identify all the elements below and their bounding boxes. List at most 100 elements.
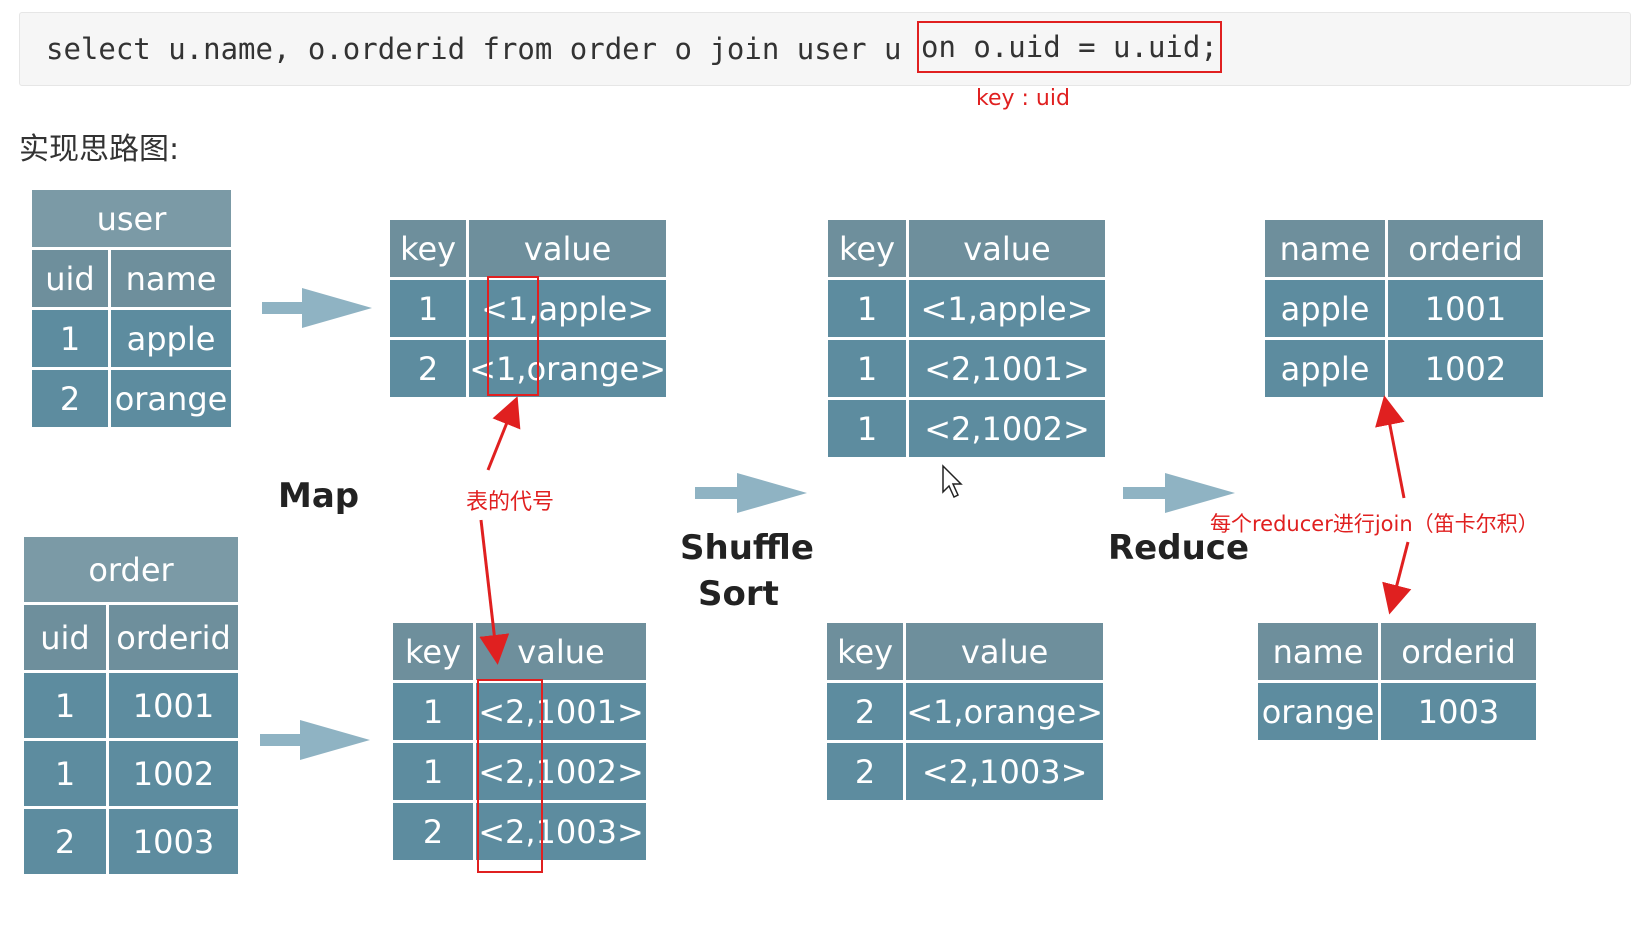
tag-highlight-box-user [487, 276, 539, 396]
shuffle2-header-value: value [903, 620, 1106, 683]
order-table-title: order [21, 534, 241, 605]
order-cell: 1002 [106, 738, 241, 809]
join-condition-highlight: on o.uid = u.uid; [916, 21, 1222, 73]
key-annotation: key : uid [976, 86, 1070, 111]
order-cell: 1001 [106, 670, 241, 741]
reduce-table-key2: name orderid orange 1003 [1255, 620, 1539, 743]
mouse-cursor-icon [942, 464, 963, 499]
reduce1-header-name: name [1262, 217, 1388, 280]
map-order-cell: <2,1003> [473, 800, 649, 863]
map-order-cell: <2,1001> [473, 680, 649, 743]
table-row: 2 <2,1003> [823, 740, 1106, 803]
red-arrow-icon-to-map-order [479, 519, 510, 665]
table-row: apple 1002 [1262, 337, 1546, 400]
reduce2-header-orderid: orderid [1378, 620, 1539, 683]
user-cell: apple [108, 307, 234, 370]
red-arrow-icon-to-map-user [486, 396, 521, 471]
map-user-table: key value 1 <1,apple> 2 <1,orange> [386, 217, 669, 400]
table-row: orange 1003 [1255, 680, 1539, 743]
reduce1-cell: apple [1262, 277, 1388, 340]
table-row: 1 apple [29, 307, 234, 370]
order-table: order uid orderid 1 1001 1 1002 2 1003 [21, 534, 241, 877]
user-header-name: name [108, 247, 234, 310]
flow-arrow-icon-user-map [262, 288, 372, 328]
tag-highlight-box-order [477, 679, 543, 873]
table-row: 2 <2,1003> [390, 800, 649, 863]
shuffle-table-key1: key value 1 <1,apple> 1 <2,1001> 1 <2,10… [825, 217, 1108, 460]
flow-arrow-icon-shuffle [695, 473, 807, 513]
table-row: 2 <1,orange> [386, 337, 669, 400]
user-table-title: user [29, 187, 234, 250]
table-row: 1 <1,apple> [825, 277, 1108, 340]
reduce1-cell: 1001 [1385, 277, 1546, 340]
shuffle2-cell: <1,orange> [903, 680, 1106, 743]
reducer-join-annotation: 每个reducer进行join（笛卡尔积） [1210, 512, 1539, 536]
map-user-cell: 1 [386, 277, 470, 340]
reduce-label: Reduce [1108, 528, 1249, 568]
table-row: 1 <2,1001> [390, 680, 649, 743]
table-row: 2 1003 [21, 806, 241, 877]
shuffle1-cell: 1 [825, 337, 909, 400]
shuffle2-header-key: key [823, 620, 907, 683]
table-row: 2 orange [29, 367, 234, 430]
reduce2-header-name: name [1255, 620, 1381, 683]
shuffle1-cell: <2,1002> [906, 397, 1108, 460]
shuffle1-cell: 1 [825, 397, 909, 460]
shuffle1-cell: <1,apple> [906, 277, 1108, 340]
user-table: user uid name 1 apple 2 orange [29, 187, 234, 430]
order-header-uid: uid [21, 602, 109, 673]
map-user-cell: 2 [386, 337, 470, 400]
reduce2-cell: orange [1255, 680, 1381, 743]
table-row: apple 1001 [1262, 277, 1546, 340]
flow-arrow-icon-reduce [1123, 473, 1235, 513]
map-order-cell: 1 [390, 680, 476, 743]
table-row: 1 <1,apple> [386, 277, 669, 340]
sort-label: Sort [698, 574, 779, 614]
map-user-header-key: key [386, 217, 470, 280]
order-cell: 2 [21, 806, 109, 877]
table-row: 2 <1,orange> [823, 680, 1106, 743]
order-cell: 1 [21, 738, 109, 809]
map-user-cell: <1,apple> [466, 277, 669, 340]
sql-code: select u.name, o.orderid from order o jo… [46, 21, 1222, 73]
red-arrow-icon-to-reduce-2 [1382, 541, 1412, 615]
table-row: 1 <2,1002> [390, 740, 649, 803]
user-header-uid: uid [29, 247, 111, 310]
shuffle1-header-value: value [906, 217, 1108, 280]
reduce2-cell: 1003 [1378, 680, 1539, 743]
table-row: 1 <2,1002> [825, 397, 1108, 460]
shuffle-table-key2: key value 2 <1,orange> 2 <2,1003> [823, 620, 1106, 803]
reduce1-cell: apple [1262, 337, 1388, 400]
reduce1-cell: 1002 [1385, 337, 1546, 400]
reduce-table-key1: name orderid apple 1001 apple 1002 [1262, 217, 1546, 400]
section-heading: 实现思路图: [19, 132, 180, 167]
sql-prefix: select u.name, o.orderid from order o jo… [46, 32, 919, 66]
table-code-annotation: 表的代号 [466, 490, 555, 515]
flow-arrow-icon-order-map [260, 720, 370, 760]
order-header-orderid: orderid [106, 602, 241, 673]
user-cell: 2 [29, 367, 111, 430]
shuffle2-cell: <2,1003> [903, 740, 1106, 803]
shuffle1-header-key: key [825, 217, 909, 280]
order-cell: 1003 [106, 806, 241, 877]
shuffle1-cell: <2,1001> [906, 337, 1108, 400]
map-user-cell: <1,orange> [466, 337, 669, 400]
table-row: 1 1002 [21, 738, 241, 809]
user-cell: orange [108, 367, 234, 430]
shuffle2-cell: 2 [823, 680, 907, 743]
shuffle2-cell: 2 [823, 740, 907, 803]
order-cell: 1 [21, 670, 109, 741]
user-cell: 1 [29, 307, 111, 370]
map-order-cell: 2 [390, 800, 476, 863]
shuffle-label: Shuffle [680, 528, 814, 568]
map-user-header-value: value [466, 217, 669, 280]
code-block: select u.name, o.orderid from order o jo… [19, 12, 1631, 86]
table-row: 1 <2,1001> [825, 337, 1108, 400]
map-label: Map [278, 476, 360, 516]
map-order-cell: <2,1002> [473, 740, 649, 803]
reduce1-header-orderid: orderid [1385, 217, 1546, 280]
map-order-header-key: key [390, 620, 476, 683]
map-order-cell: 1 [390, 740, 476, 803]
red-arrow-icon-to-reduce-1 [1375, 395, 1406, 499]
